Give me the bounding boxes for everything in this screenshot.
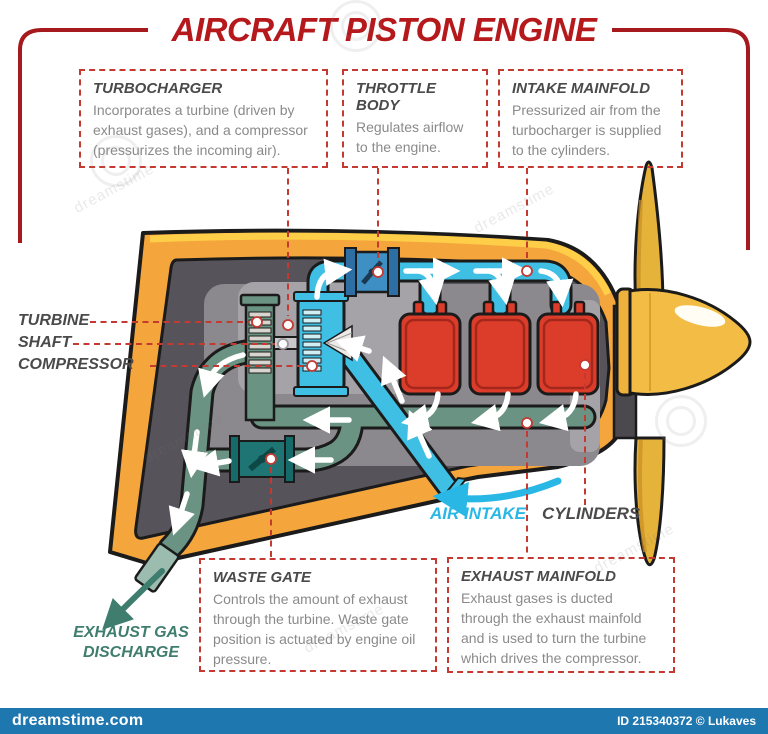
- callout-exhaust-manifold-title: EXHAUST MAINFOLD: [461, 568, 616, 585]
- label-shaft: SHAFT: [18, 334, 72, 351]
- callout-throttle-title: THROTTLE BODY: [356, 80, 436, 114]
- air-intake-arrow: [432, 477, 562, 517]
- cylinder-2: [468, 300, 532, 396]
- callout-exhaust-manifold-body: Exhaust gases is ducted through the exha…: [461, 590, 647, 666]
- turbine: [239, 293, 281, 422]
- cylinder-1: [398, 300, 462, 396]
- blade-bottom-shade: [638, 439, 647, 553]
- callout-intake-manifold: INTAKE MAINFOLD Pressurized air from the…: [498, 69, 683, 168]
- cylinders: [398, 300, 600, 396]
- page-title: AIRCRAFT PISTON ENGINE: [171, 11, 597, 48]
- spinner-cone: [628, 288, 752, 396]
- spinner-highlight: [674, 305, 726, 327]
- leader-lines: [73, 168, 586, 558]
- callout-waste-gate-body: Controls the amount of exhaust through t…: [213, 591, 416, 667]
- compressor: [293, 291, 353, 397]
- leader-dots: [251, 265, 591, 465]
- throttle-body-valve: [344, 247, 400, 297]
- flow-arrows: [168, 257, 579, 536]
- label-cylinders: CYLINDERS: [542, 504, 641, 523]
- cowling-highlight: [149, 232, 612, 296]
- callout-exhaust-manifold: EXHAUST MAINFOLD Exhaust gases is ducted…: [447, 557, 675, 673]
- callout-waste-gate: WASTE GATE Controls the amount of exhaus…: [199, 558, 437, 672]
- exhaust-discharge-arrow: [102, 568, 165, 630]
- callout-turbocharger-body: Incorporates a turbine (driven by exhaus…: [93, 102, 308, 158]
- label-air-intake: AIR INTAKE: [430, 504, 527, 523]
- footer-credit: ID 215340372 © Lukaves: [617, 714, 756, 728]
- callout-turbocharger: TURBOCHARGER Incorporates a turbine (dri…: [79, 69, 328, 168]
- callout-intake-title: INTAKE MAINFOLD: [512, 80, 651, 97]
- label-exhaust-gas-discharge: EXHAUST GAS DISCHARGE: [73, 624, 189, 662]
- callout-intake-body: Pressurized air from the turbocharger is…: [512, 102, 662, 158]
- title-frame: [18, 28, 750, 250]
- label-turbine: TURBINE: [18, 312, 90, 329]
- waste-gate-valve: [229, 435, 295, 483]
- callout-throttle-text: Regulates airflow to the engine.: [356, 119, 464, 155]
- callout-turbocharger-title: TURBOCHARGER: [93, 80, 223, 97]
- footer-bar: dreamstime.com ID 215340372 © Lukaves: [0, 708, 768, 734]
- callout-throttle-body: THROTTLE BODY Regulates airflow to the e…: [342, 69, 488, 168]
- label-compressor: COMPRESSOR: [18, 356, 134, 373]
- propeller: [612, 160, 752, 567]
- callout-waste-gate-title: WASTE GATE: [213, 569, 312, 586]
- footer-site-logo: dreamstime.com: [12, 712, 144, 729]
- cylinder-3: [536, 300, 600, 396]
- propeller-blade-top: [633, 160, 665, 310]
